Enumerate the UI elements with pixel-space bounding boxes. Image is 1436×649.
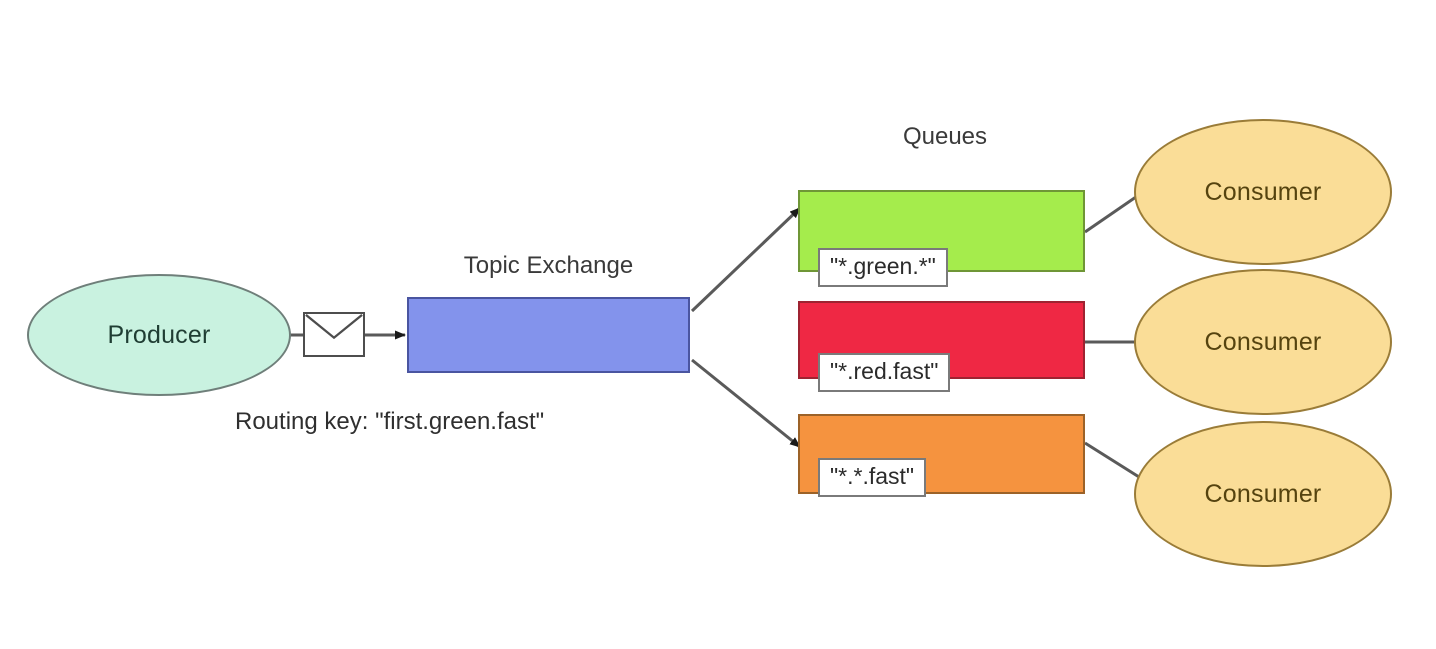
consumer-node-1[interactable]: Consumer	[1134, 119, 1392, 265]
topic-exchange-node[interactable]	[407, 297, 690, 373]
producer-node[interactable]: Producer	[27, 274, 291, 396]
envelope-icon	[303, 312, 365, 357]
queues-heading: Queues	[902, 123, 988, 150]
binding-key-red: "*.red.fast"	[818, 353, 951, 392]
binding-key-orange: "*.*.fast"	[818, 458, 927, 497]
consumer-label-3: Consumer	[1204, 479, 1322, 508]
exchange-title: Topic Exchange	[463, 252, 634, 279]
consumer-node-3[interactable]: Consumer	[1134, 421, 1392, 567]
consumer-label-2: Consumer	[1204, 327, 1322, 356]
producer-label: Producer	[107, 320, 211, 349]
binding-key-green: "*.green.*"	[818, 248, 948, 287]
routing-key-caption: Routing key: "first.green.fast"	[235, 408, 545, 435]
wire-exchange-to-queue-orange	[691, 358, 801, 449]
wire-exchange-to-queue-green	[690, 206, 802, 313]
consumer-label-1: Consumer	[1204, 177, 1322, 206]
consumer-node-2[interactable]: Consumer	[1134, 269, 1392, 415]
